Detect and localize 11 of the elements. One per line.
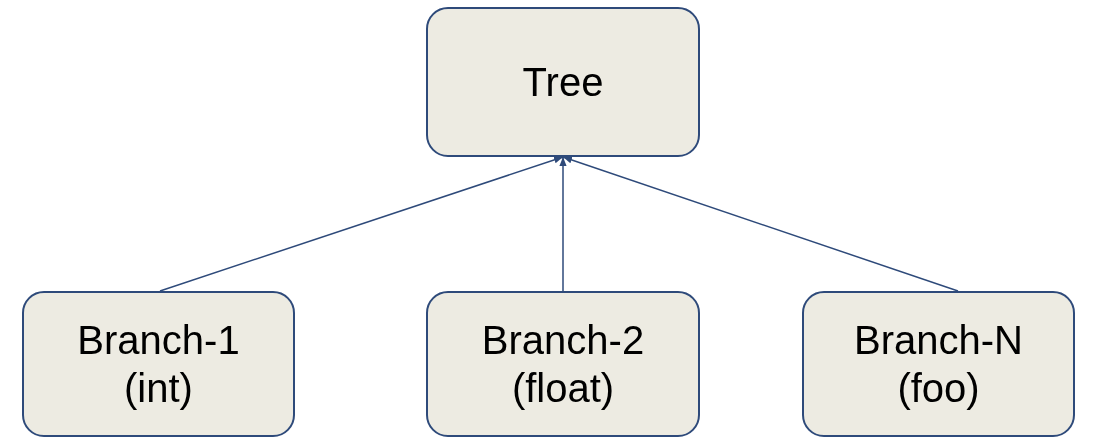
node-label: Branch-N (foo) bbox=[853, 317, 1024, 412]
node-label: Branch-2 (float) bbox=[480, 317, 646, 412]
arrow bbox=[559, 156, 567, 292]
node-label: Tree bbox=[522, 59, 604, 106]
process-box bbox=[22, 291, 295, 437]
process-box bbox=[426, 291, 700, 437]
arrow bbox=[159, 156, 564, 292]
arrow bbox=[562, 156, 959, 292]
process-box bbox=[426, 7, 700, 157]
process-box bbox=[802, 291, 1075, 437]
node-label: Branch-1 (int) bbox=[76, 317, 241, 412]
